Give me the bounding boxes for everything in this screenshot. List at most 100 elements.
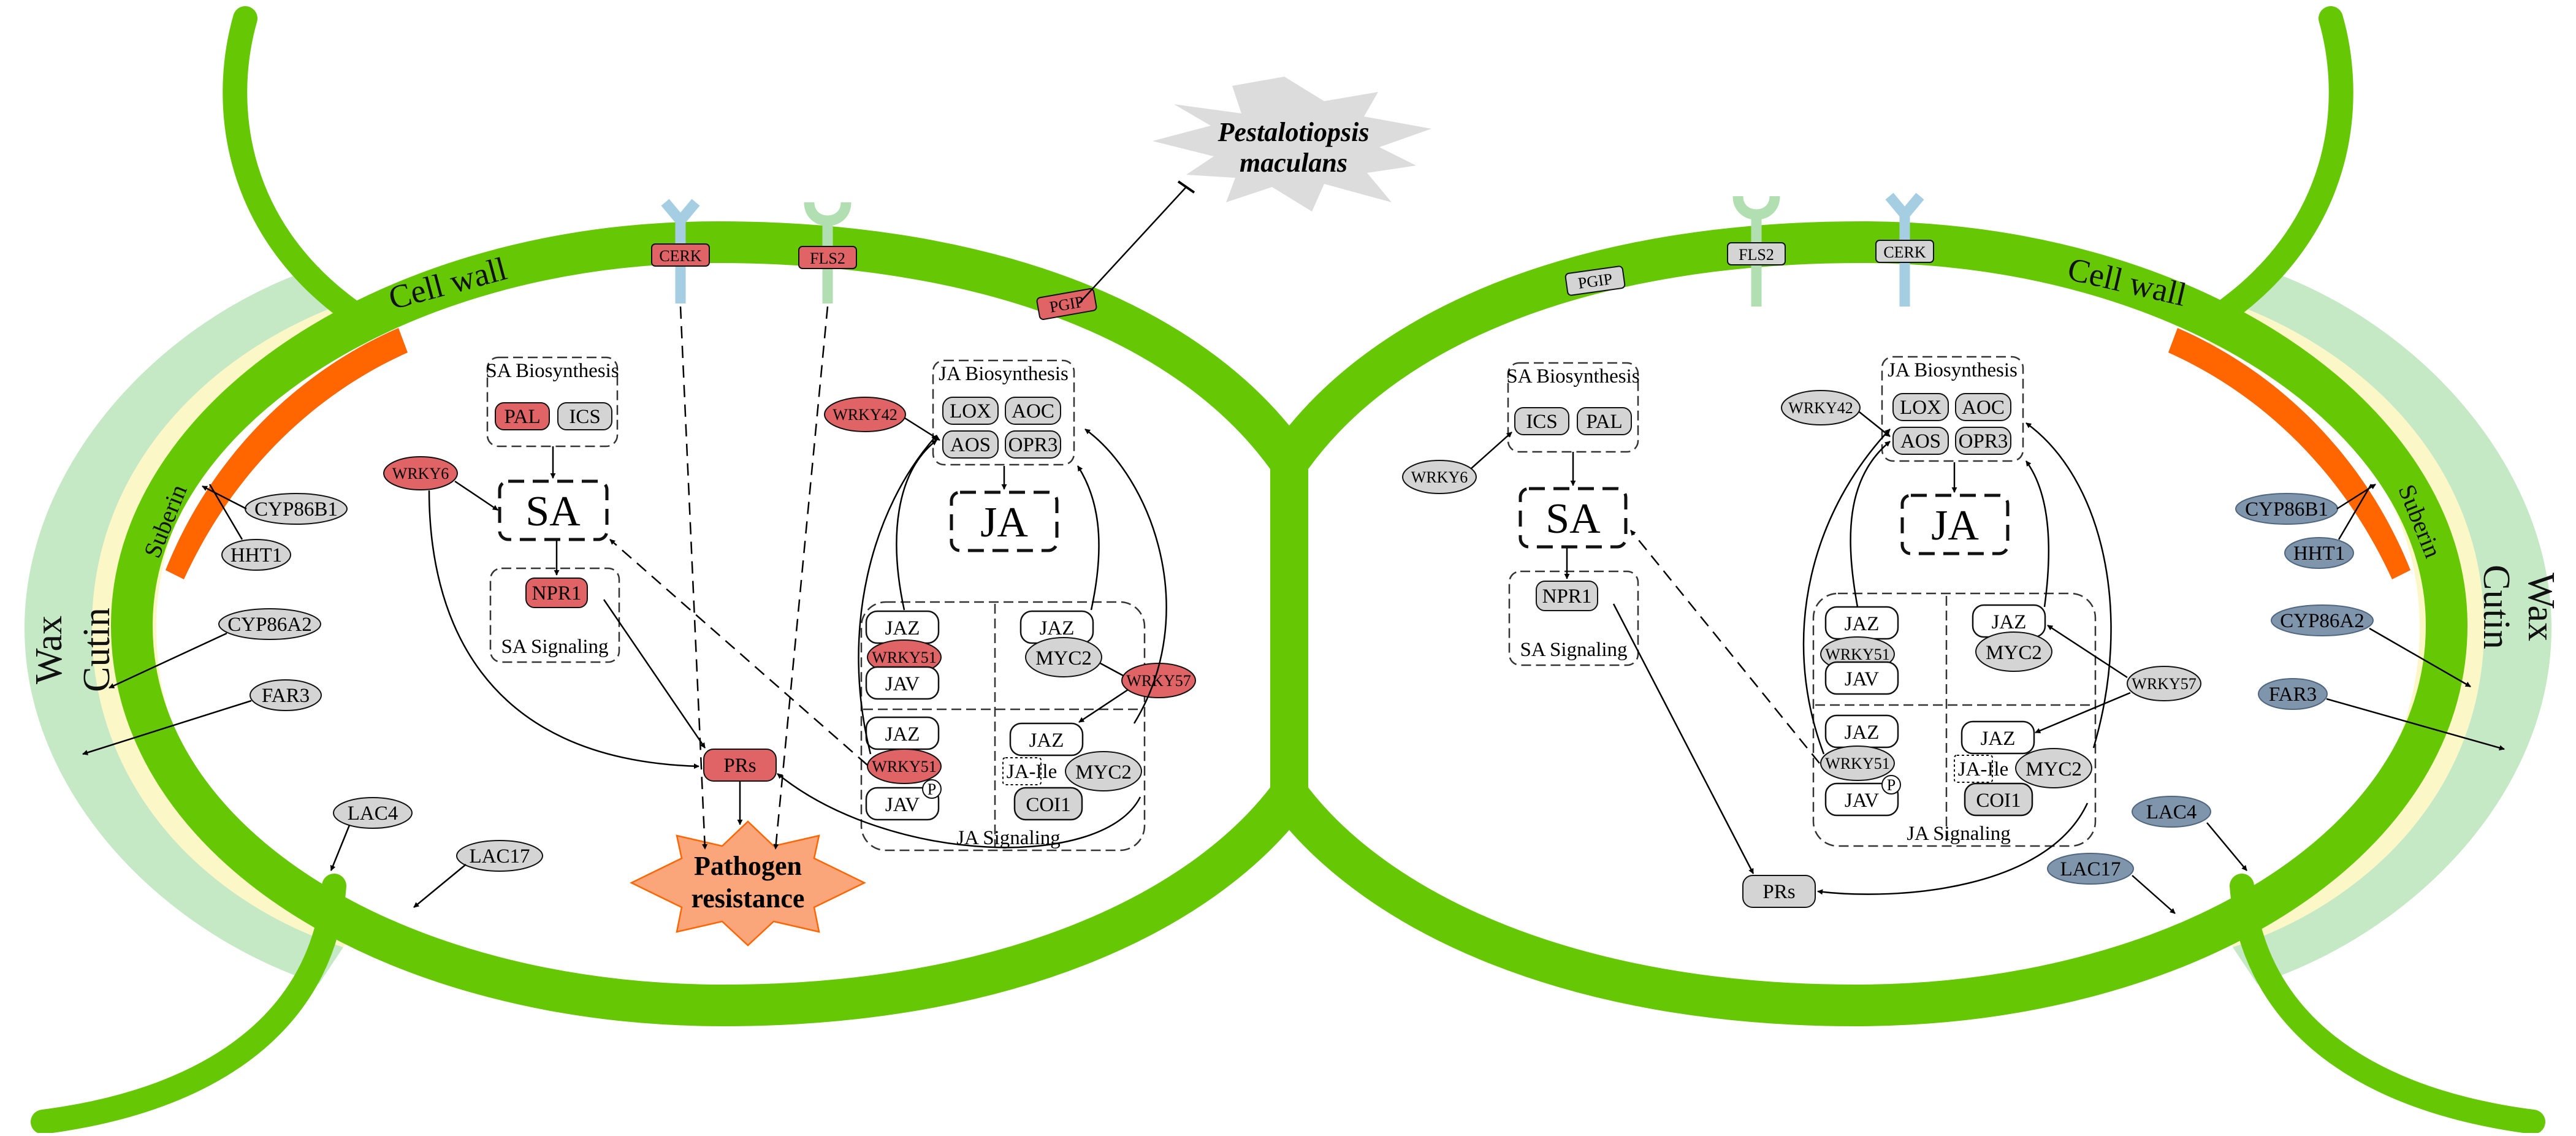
left-wrky51b-label: WRKY51: [872, 758, 936, 776]
right-myc2b-label: MYC2: [2025, 758, 2082, 780]
left-ja-ile-label: JA-Ile: [1007, 761, 1057, 783]
left-phospho-label: P: [928, 780, 936, 798]
left-ja-signaling-box: [860, 601, 1146, 852]
outer-curves: [31, 6, 2545, 1134]
right-arrows: [1471, 411, 2505, 914]
right-wax-label: Wax: [2520, 573, 2562, 641]
right-arrow-wrky51-to-sa: [1630, 530, 1820, 764]
left-opr3-label: OPR3: [1008, 434, 1058, 456]
left-myc2a-node: [1025, 637, 1102, 677]
left-cerk-box: [651, 243, 710, 267]
right-arrow-hht1: [2338, 484, 2372, 540]
right-arrow-lac4: [2206, 822, 2247, 871]
left-sa-signaling-label: SA Signaling: [501, 636, 608, 658]
left-coi1-node: [1013, 787, 1083, 821]
left-lac17-node: [456, 840, 543, 872]
left-bottom-curve: [31, 874, 346, 1134]
right-ja-signaling-label: JA Signaling: [1907, 823, 2011, 845]
right-cyp86b1-label: CYP86B1: [2245, 498, 2328, 520]
right-aoc-label: AOC: [1962, 397, 2005, 419]
right-cell: Cell wall Wax Cutin Suberin FLS2 CERK PG…: [1402, 193, 2562, 914]
right-sa-node: [1519, 487, 1628, 549]
right-lac17-label: LAC17: [2060, 858, 2121, 880]
left-arrow-lac4: [330, 825, 351, 871]
right-far3-label: FAR3: [2269, 684, 2317, 706]
left-fls2-label: FLS2: [810, 250, 845, 267]
right-wrky6-node: [1402, 460, 1477, 494]
left-lac4-node: [333, 797, 413, 829]
right-lac4-label: LAC4: [2146, 801, 2197, 823]
left-arrow-wrky6-to-sa: [454, 480, 498, 511]
left-arrow-wrky57-to-jaz4: [1078, 688, 1129, 723]
right-aoc-node: [1955, 393, 2011, 421]
left-jaz3-label: JAZ: [885, 723, 920, 745]
right-jav1-node: [1824, 661, 1899, 695]
right-ja-ile-node: [1954, 755, 1993, 783]
right-wax-layer: [2233, 267, 2551, 984]
left-pgip-box: [1036, 288, 1097, 320]
left-opr3-node: [1005, 430, 1061, 459]
right-suberin-band: [2168, 328, 2410, 579]
left-suberin-band: [166, 328, 408, 579]
right-lac17-node: [2047, 853, 2134, 885]
left-sa-biosynthesis-box: [486, 356, 619, 448]
left-ja-node: [950, 490, 1059, 552]
left-arrow-ja-loop-right: [1077, 465, 1100, 611]
right-cerk-receptor: CERK: [1875, 193, 1934, 307]
right-jav2-label: JAV: [1845, 790, 1879, 812]
left-aoc-node: [1005, 397, 1061, 425]
left-arrow-wrky6-to-prs: [428, 490, 699, 769]
left-npr1-label: NPR1: [532, 582, 582, 604]
left-top-curve: [223, 6, 374, 331]
right-wrky57-label: WRKY57: [2132, 675, 2196, 693]
left-npr1-node: [525, 578, 588, 608]
right-jaz4-node: [1961, 720, 2035, 755]
left-cyp86a2-label: CYP86A2: [227, 614, 312, 636]
right-arrow-ja-loop-right: [2025, 460, 2049, 608]
left-jav2-node: [865, 787, 940, 821]
right-arrow-wrky57-to-jaz2: [2047, 624, 2128, 679]
right-ja-biosynthesis-box: [1881, 356, 2024, 462]
left-lac17-label: LAC17: [470, 845, 530, 867]
right-opr3-node: [1955, 427, 2011, 455]
left-ics-node: [557, 402, 612, 430]
right-arrow-lac17: [2132, 875, 2176, 914]
left-arrow-cyp86b1: [202, 485, 247, 510]
right-arrow-wrky51-loop: [1802, 429, 1891, 755]
right-npr1-node: [1536, 581, 1598, 611]
right-wrky57-node: [2127, 666, 2201, 701]
left-ja-biosynthesis-box: [932, 359, 1075, 466]
left-inhibit-bar: [1177, 180, 1195, 194]
right-hht1-label: HHT1: [2293, 543, 2345, 565]
right-lox-label: LOX: [1900, 397, 1942, 419]
right-cyp86a2-label: CYP86A2: [2280, 610, 2365, 632]
left-far3-node: [250, 679, 322, 711]
left-fls2-box: [798, 246, 857, 269]
right-arrow-jasig-to-prs: [1817, 802, 2089, 895]
right-coi1-node: [1964, 782, 2033, 817]
left-sa-biosynthesis-label: SA Biosynthesis: [486, 360, 619, 382]
left-arrow-lac17: [413, 864, 467, 908]
left-lox-label: LOX: [950, 400, 991, 422]
right-jaz2-label: JAZ: [1992, 611, 2027, 633]
right-fls2-receptor: FLS2: [1727, 196, 1786, 307]
right-wrky51b-node: [1820, 745, 1895, 781]
pathogen-name-line2: maculans: [1240, 148, 1347, 178]
right-fls2-label: FLS2: [1739, 246, 1774, 264]
left-wax-layer: [25, 267, 343, 984]
right-coi1-label: COI1: [1976, 790, 2021, 812]
right-sa-biosynthesis-label: SA Biosynthesis: [1506, 365, 1639, 387]
left-pathogen-resistance-star: [630, 820, 866, 947]
right-arrow-wrky6-to-sab: [1471, 432, 1512, 469]
left-arrow-wrky57-to-myc2: [1100, 662, 1124, 677]
left-inhibit-pathogen: [1078, 186, 1187, 304]
right-jav1-label: JAV: [1845, 668, 1879, 690]
left-cerk-receptor: CERK: [651, 199, 710, 303]
right-arrow-cyp86a2: [2369, 627, 2471, 688]
left-cyp86b1-label: CYP86B1: [254, 498, 338, 520]
left-prs-node: [703, 749, 777, 782]
right-hht1-node: [2284, 537, 2354, 569]
left-myc2b-node: [1065, 751, 1142, 791]
left-coi1-label: COI1: [1026, 794, 1070, 816]
